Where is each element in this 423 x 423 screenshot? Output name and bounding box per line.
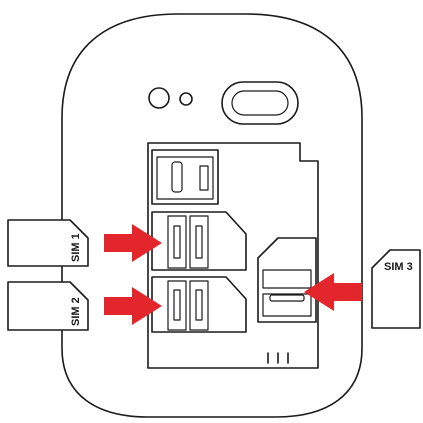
sim-1-contact-right bbox=[189, 215, 209, 269]
sim-3-contact-upper bbox=[262, 269, 312, 289]
sim-1-contact-pad bbox=[173, 225, 181, 259]
sim-1-contact-pad bbox=[195, 225, 203, 259]
sim-1-contact-left bbox=[167, 215, 187, 269]
memory-slot-contact bbox=[171, 161, 183, 193]
sim-card-2-shape bbox=[7, 281, 89, 331]
flash-icon bbox=[179, 92, 193, 106]
sim-2-contact-right bbox=[189, 280, 209, 331]
sim-2-contact-left bbox=[167, 280, 187, 331]
sim-card-1: SIM 1 bbox=[7, 219, 89, 267]
camera-lens-icon bbox=[148, 87, 170, 109]
memory-slot-inner bbox=[156, 156, 214, 200]
sim-1-slot bbox=[151, 211, 247, 271]
sim-3-slot bbox=[257, 237, 317, 323]
insert-arrow-icon bbox=[304, 273, 362, 311]
speaker-grille-inner bbox=[231, 90, 289, 116]
speaker-grille-outer bbox=[221, 81, 299, 125]
sim-card-1-shape bbox=[7, 219, 89, 267]
sim-card-3-shape bbox=[371, 249, 421, 329]
sim-3-contact-lower bbox=[262, 293, 312, 317]
phone-back-outline bbox=[61, 13, 363, 418]
sim-2-slot bbox=[151, 276, 247, 333]
sim-2-contact-pad bbox=[195, 289, 203, 321]
memory-card-slot bbox=[151, 149, 219, 205]
sim-1-slot-outline bbox=[151, 211, 247, 271]
insert-arrow-icon bbox=[104, 224, 162, 262]
sim-3-contact-pad bbox=[269, 294, 305, 302]
sim-card-1-label: SIM 1 bbox=[70, 233, 82, 262]
sim-card-3-label: SIM 3 bbox=[384, 261, 413, 273]
camera-area bbox=[148, 81, 299, 125]
memory-slot-latch bbox=[199, 165, 209, 191]
sim-card-2: SIM 2 bbox=[7, 281, 89, 331]
battery-contacts bbox=[267, 352, 289, 364]
battery-compartment bbox=[147, 142, 319, 369]
sim-2-slot-outline bbox=[151, 276, 247, 333]
sim-2-contact-pad bbox=[173, 289, 181, 321]
insert-arrow-icon bbox=[104, 287, 162, 325]
sim-card-2-label: SIM 2 bbox=[70, 297, 82, 326]
memory-slot-outer bbox=[151, 149, 219, 205]
sim-3-slot-outline bbox=[257, 237, 317, 323]
sim-card-3: SIM 3 bbox=[371, 249, 421, 329]
